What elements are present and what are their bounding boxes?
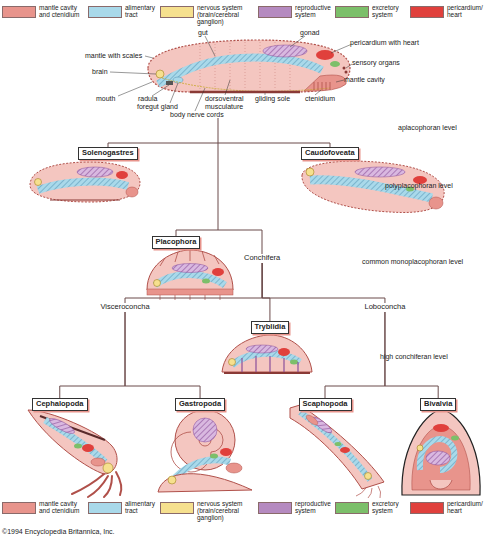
part-label: foregut gland (137, 103, 178, 111)
node-text: Scaphopoda (303, 400, 348, 409)
part-label: ctenidium (305, 95, 335, 103)
taxon-box: Solenogastres (78, 147, 138, 160)
solenogastres-illustration (30, 162, 140, 202)
legend-text: excretory system (372, 500, 406, 514)
bivalvia-illustration (402, 410, 480, 495)
tree-branch (262, 263, 270, 321)
part-label: pericardium with heart (350, 39, 419, 47)
legend-swatch (258, 6, 292, 18)
legend-text: pericardium/ heart (447, 4, 489, 18)
part-label: gonad (300, 29, 319, 37)
legend-text: pericardium/ heart (447, 500, 489, 514)
ancestor-illustration (148, 40, 350, 92)
tree-branch (262, 263, 385, 303)
part-label: radula (138, 95, 157, 103)
legend-text: reproductive system (295, 500, 333, 514)
taxon-box: Bivalvia (420, 398, 456, 411)
legend-text: mantle cavity and ctenidium (39, 500, 85, 514)
node-text: Placophora (156, 238, 197, 247)
part-label: mantle with scales (85, 52, 142, 60)
node-text: Tryblidia (255, 323, 286, 332)
node-text: Gastropoda (179, 400, 221, 409)
taxon-box: Scaphopoda (299, 398, 352, 411)
node-text: Bivalvia (424, 400, 452, 409)
legend-swatch (410, 6, 444, 18)
taxon-box: Placophora (152, 236, 201, 249)
legend-text: alimentary tract (125, 500, 159, 514)
cephalopoda-illustration (28, 410, 121, 497)
taxon-box: Gastropoda (175, 398, 225, 411)
tree-branch (125, 312, 200, 398)
part-label: gut (198, 29, 208, 37)
part-label: dorsoventral musculature (205, 95, 253, 110)
legend-swatch (258, 502, 292, 514)
tree-trunk (108, 118, 330, 254)
part-label: mantle cavity (344, 76, 385, 84)
gastropoda-illustration (158, 410, 252, 492)
legend-text: mantle cavity and ctenidium (39, 4, 85, 18)
tree-branch (125, 263, 262, 303)
node-text: Conchifera (244, 254, 280, 263)
level-label: aplacophoran level (398, 124, 457, 132)
clade-label: Loboconcha (363, 303, 408, 312)
legend-swatch (160, 6, 194, 18)
tree-branch (60, 312, 125, 398)
legend-text: alimentary tract (125, 4, 159, 18)
legend-swatch (335, 502, 369, 514)
legend-swatch (88, 6, 122, 18)
tryblidia-illustration (222, 335, 312, 373)
legend-swatch (88, 502, 122, 514)
tree-branch (325, 312, 385, 398)
part-label: mouth (96, 95, 115, 103)
legend-text: nervous system (brain/cerebral ganglion) (197, 4, 255, 25)
node-text: Loboconcha (365, 303, 406, 312)
placophora-illustration (147, 250, 233, 300)
part-label: brain (92, 68, 108, 76)
taxon-box: Caudofoveata (301, 147, 359, 160)
node-text: Solenogastres (82, 149, 134, 158)
legend-swatch (335, 6, 369, 18)
scaphopoda-illustration (290, 405, 384, 498)
legend-swatch (2, 6, 36, 18)
node-text: Cephalopoda (36, 400, 84, 409)
node-text: Visceroconcha (101, 303, 150, 312)
level-label: common monoplacophoran level (362, 258, 463, 266)
part-label: gliding sole (255, 95, 290, 103)
level-label: high conchiferan level (380, 353, 448, 361)
leader-lines (110, 36, 352, 111)
level-label: polyplacophoran level (385, 182, 453, 190)
legend-swatch (410, 502, 444, 514)
part-label: sensory organs (352, 59, 400, 67)
legend-text: nervous system (brain/cerebral ganglion) (197, 500, 255, 521)
clade-label: Conchifera (242, 254, 282, 263)
node-text: Caudofoveata (305, 149, 355, 158)
legend-swatch (160, 502, 194, 514)
legend-text: excretory system (372, 4, 406, 18)
legend-swatch (2, 502, 36, 514)
legend-text: reproductive system (295, 4, 333, 18)
taxon-box: Tryblidia (251, 321, 290, 334)
taxon-box: Cephalopoda (32, 398, 88, 411)
clade-label: Visceroconcha (99, 303, 152, 312)
copyright-note: ©1994 Encyclopedia Britannica, Inc. (2, 528, 115, 536)
part-label: body nerve cords (170, 111, 224, 119)
